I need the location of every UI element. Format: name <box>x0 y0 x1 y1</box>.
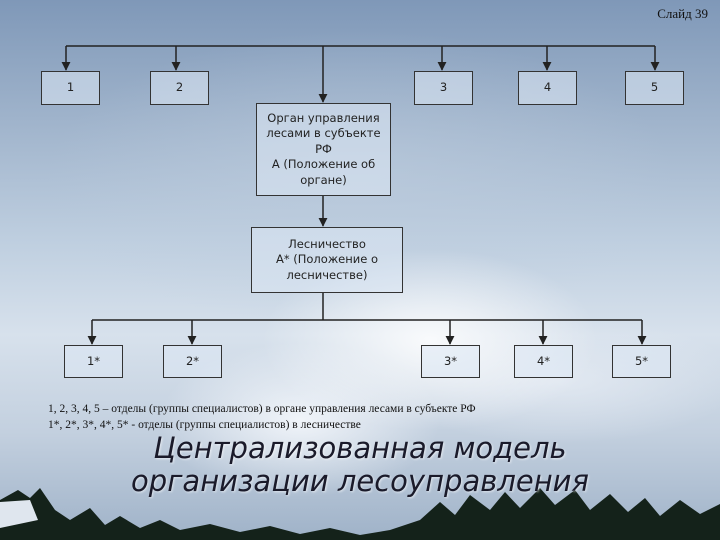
department-box-5: 5 <box>625 71 684 105</box>
slide-title: Централизованная модель организации лесо… <box>0 432 720 498</box>
forestry-department-box-4: 4* <box>514 345 573 378</box>
department-box-1: 1 <box>41 71 100 105</box>
slide-number: Слайд 39 <box>657 6 708 21</box>
forestry-department-box-2: 2* <box>163 345 222 378</box>
forestry-box: Лесничество А* (Положение о лесничестве) <box>251 227 403 293</box>
title-line-2: организации лесоуправления <box>131 464 589 498</box>
treeline <box>0 488 720 540</box>
department-box-4: 4 <box>518 71 577 105</box>
legend: 1, 2, 3, 4, 5 – отделы (группы специалис… <box>48 401 476 433</box>
legend-line-1: 1, 2, 3, 4, 5 – отделы (группы специалис… <box>48 403 476 415</box>
forest-management-body-box: Орган управления лесами в субъекте РФ А … <box>256 103 391 196</box>
legend-line-2: 1*, 2*, 3*, 4*, 5* - отделы (группы спец… <box>48 419 361 431</box>
department-box-2: 2 <box>150 71 209 105</box>
forestry-department-box-5: 5* <box>612 345 671 378</box>
department-box-3: 3 <box>414 71 473 105</box>
title-line-1: Централизованная модель <box>153 431 567 465</box>
forestry-department-box-3: 3* <box>421 345 480 378</box>
forestry-department-box-1: 1* <box>64 345 123 378</box>
